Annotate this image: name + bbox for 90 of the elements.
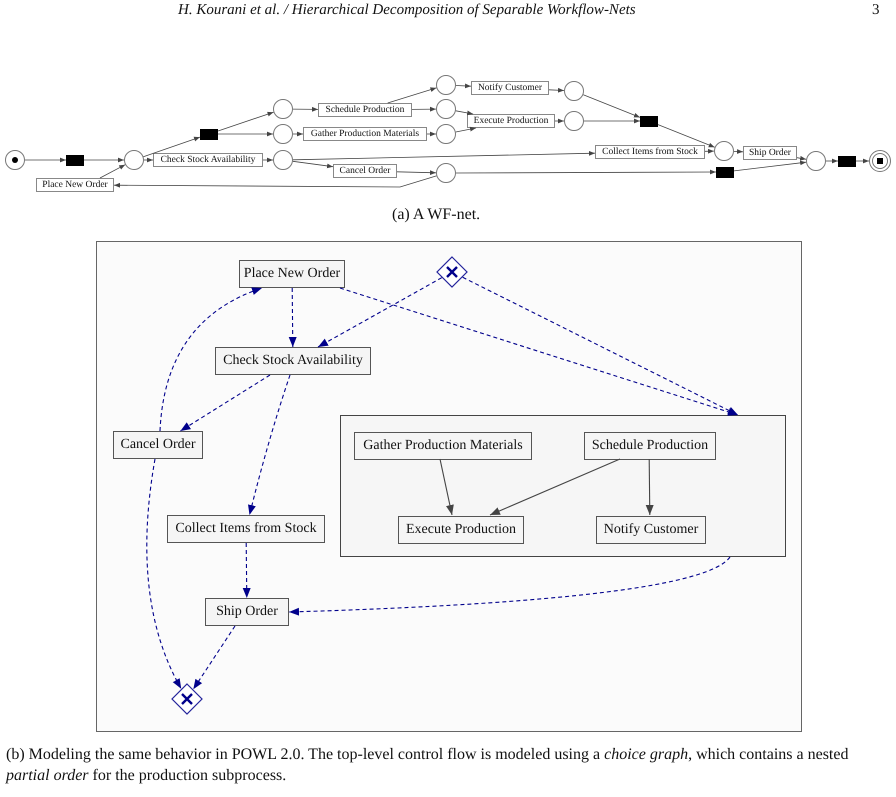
activity-box: Place New Order: [239, 260, 345, 288]
arrow: [146, 458, 182, 690]
arrow: [658, 124, 716, 148]
arrow: [84, 158, 124, 162]
place-circle: [436, 124, 456, 144]
arrow: [218, 132, 274, 136]
arrow: [439, 458, 454, 516]
transition-bar: [200, 128, 218, 140]
transition-bar: [716, 166, 734, 178]
arrow: [114, 176, 437, 188]
arrow: [704, 148, 714, 154]
arrow: [426, 132, 436, 136]
choice-diamond: [436, 256, 468, 288]
arrow: [554, 118, 564, 124]
place-circle: [124, 150, 144, 170]
transition-box: Ship Order: [743, 146, 797, 160]
transition-box: Gather Production Materials: [303, 127, 427, 141]
arrow: [262, 158, 274, 162]
arrow: [24, 158, 66, 162]
figure-caption: (a) A WF-net.: [392, 206, 480, 224]
arrow: [292, 160, 334, 168]
activity-box: Execute Production: [398, 516, 524, 544]
arrow: [734, 149, 744, 154]
arrow: [396, 170, 436, 176]
transition-bar: [66, 154, 84, 166]
transition-box: Place New Order: [36, 178, 114, 192]
arrow: [582, 94, 640, 118]
arrow: [318, 277, 442, 348]
arrow: [455, 110, 474, 116]
transition-box: Collect Items from Stock: [595, 145, 705, 159]
activity-box: Schedule Production: [584, 432, 716, 460]
place-circle: [5, 150, 25, 170]
arrow: [292, 150, 596, 160]
arrow: [455, 126, 476, 132]
place-circle: [869, 150, 891, 172]
page-number: 3: [872, 2, 880, 19]
activity-box: Check Stock Availability: [215, 347, 371, 375]
transition-bar: [640, 116, 658, 126]
transition-box: Notify Customer: [471, 81, 549, 95]
place-circle: [806, 151, 826, 171]
arrow: [646, 459, 654, 515]
arrow: [292, 132, 304, 136]
activity-box: Cancel Order: [113, 431, 203, 459]
transition-bar: [838, 156, 856, 166]
arrow: [548, 88, 564, 93]
transition-box: Cancel Order: [333, 164, 397, 178]
activity-box: Collect Items from Stock: [167, 515, 325, 543]
transition-box: Execute Production: [467, 114, 555, 128]
arrow: [143, 136, 200, 158]
arrow: [288, 556, 730, 616]
arrow: [856, 158, 870, 164]
arrow: [456, 170, 716, 174]
place-circle: [273, 99, 293, 119]
activity-box: Gather Production Materials: [354, 432, 532, 460]
transition-box: Check Stock Availability: [153, 153, 263, 167]
arrow: [734, 160, 806, 172]
activity-box: Notify Customer: [596, 516, 706, 544]
place-circle: [273, 124, 293, 144]
figure-caption: (b) Modeling the same behavior in POWL 2.0. The top-level control flow is modeled using a choice graph, which contains a nested partial order for the production subprocess.: [6, 745, 850, 786]
place-circle: [436, 75, 456, 95]
arrow: [490, 458, 620, 516]
arrow: [292, 106, 318, 112]
arrow: [159, 287, 262, 432]
arrow: [180, 374, 270, 432]
choice-diamond: [171, 683, 203, 715]
arrow: [456, 84, 472, 88]
place-circle: [714, 141, 734, 161]
activity-box: Ship Order: [205, 598, 289, 626]
place-circle: [436, 163, 456, 183]
arrow: [248, 374, 291, 516]
arrow: [412, 106, 436, 112]
arrow: [584, 118, 640, 124]
arrow: [288, 288, 297, 347]
transition-box: Schedule Production: [318, 103, 412, 117]
arrow: [826, 158, 838, 164]
place-circle: [436, 99, 456, 119]
place-circle: [564, 81, 584, 101]
arrow: [218, 112, 274, 132]
arrow: [192, 626, 236, 690]
arrow: [462, 276, 738, 416]
arrow: [100, 164, 126, 178]
partial-order-box: [340, 415, 786, 557]
place-circle: [273, 150, 293, 170]
arrow: [387, 87, 437, 104]
running-header: H. Kourani et al. / Hierarchical Decomposition of Separable Workflow-Nets: [178, 2, 636, 19]
place-circle: [564, 111, 584, 131]
arrow: [144, 158, 154, 162]
arrow: [340, 287, 738, 416]
arrow: [796, 156, 806, 161]
arrow: [242, 543, 251, 598]
